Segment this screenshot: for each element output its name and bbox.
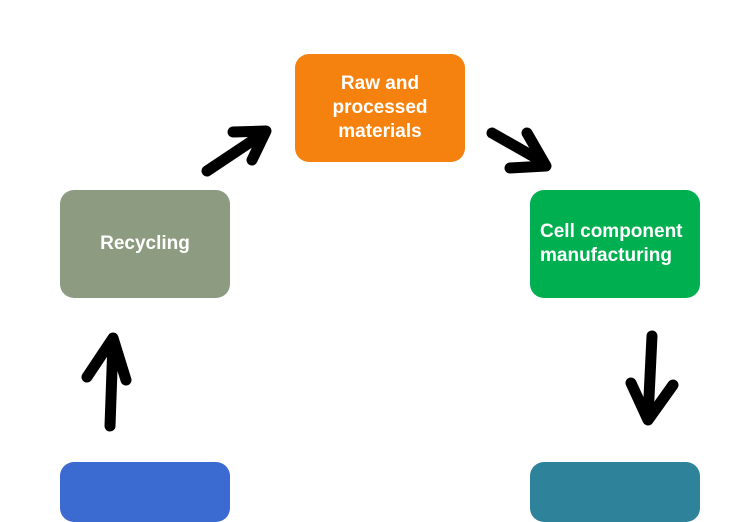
arrow-bottom-left-to-recycling — [81, 332, 132, 432]
arrow-cell-to-bottom-right — [625, 330, 679, 426]
recycling-node: Recycling — [60, 190, 230, 298]
arrow-shaft — [104, 336, 119, 432]
arrow-head — [81, 332, 132, 386]
recycling-label: Recycling — [100, 233, 190, 254]
arrow-recycling-to-raw — [201, 125, 272, 177]
arrow-raw-to-cell — [486, 127, 552, 174]
raw-materials-node: Raw and processed materials — [295, 54, 465, 162]
flow-arrows — [81, 125, 679, 432]
arrow-head — [625, 377, 679, 426]
arrow-head — [504, 127, 552, 174]
arrow-shaft — [486, 127, 549, 168]
raw-materials-label: Raw and processed materials — [332, 73, 428, 142]
arrow-head — [227, 125, 272, 166]
arrow-shaft — [642, 330, 658, 424]
arrow-shaft — [201, 131, 264, 177]
cycle-diagram: Raw and processed materials Recycling Ce… — [60, 54, 700, 522]
cell-component-label: Cell component manufacturing — [540, 221, 683, 266]
cell-component-manufacturing-node: Cell component manufacturing — [530, 190, 700, 298]
